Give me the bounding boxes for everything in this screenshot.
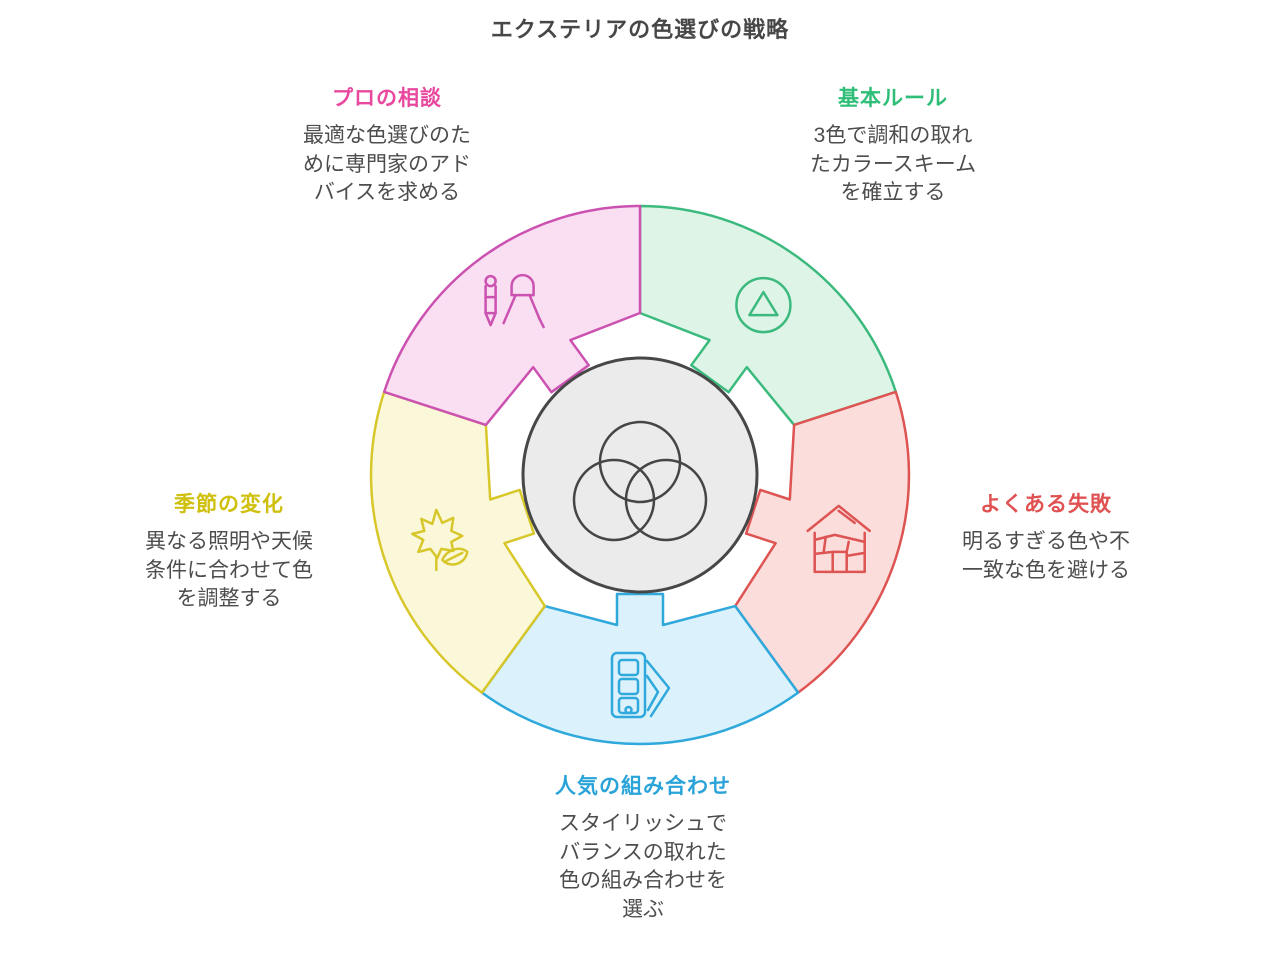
center-hub <box>521 356 759 594</box>
callout-label: よくある失敗 <box>980 493 1112 516</box>
callout-description: 3色で調和の取れ たカラースキーム を確立する <box>809 124 977 204</box>
triangle-circle-icon <box>735 276 792 334</box>
callout-description: 最適な色選びのた めに専門家のアド バイスを求める <box>303 124 471 204</box>
callout-description: スタイリッシュで バランスの取れた 色の組み合わせを 選ぶ <box>559 812 727 921</box>
callout-popular-combinations: 人気の組み合わせ スタイリッシュで バランスの取れた 色の組み合わせを 選ぶ <box>523 772 763 924</box>
page-title: エクステリアの色選びの戦略 <box>490 17 790 42</box>
callout-seasonal-changes: 季節の変化 異なる照明や天候 条件に合わせて色 を調整する <box>109 490 349 614</box>
segment-seasonal-changes <box>369 390 547 694</box>
segment-common-failures <box>733 390 911 694</box>
swatch-fan-icon <box>610 651 671 719</box>
callout-label: 基本ルール <box>838 87 948 110</box>
maple-leaf-icon <box>411 508 469 572</box>
house-icon <box>806 504 871 574</box>
callout-label: 季節の変化 <box>174 493 284 516</box>
callout-label: プロの相談 <box>332 87 442 110</box>
segment-professional-consultation <box>382 204 642 427</box>
callout-description: 異なる照明や天候 条件に合わせて色 を調整する <box>145 530 313 610</box>
callout-label: 人気の組み合わせ <box>555 775 731 798</box>
callout-basic-rules: 基本ルール 3色で調和の取れ たカラースキーム を確立する <box>773 84 1013 208</box>
venn-three-circles-icon <box>572 420 708 542</box>
compass-pencil-icon <box>484 273 545 329</box>
callout-description: 明るすぎる色や不 一致な色を避ける <box>962 530 1130 582</box>
callout-common-failures: よくある失敗 明るすぎる色や不 一致な色を避ける <box>926 490 1166 585</box>
callout-professional-consultation: プロの相談 最適な色選びのた めに専門家のアド バイスを求める <box>267 84 507 208</box>
segment-popular-combinations <box>480 592 800 746</box>
